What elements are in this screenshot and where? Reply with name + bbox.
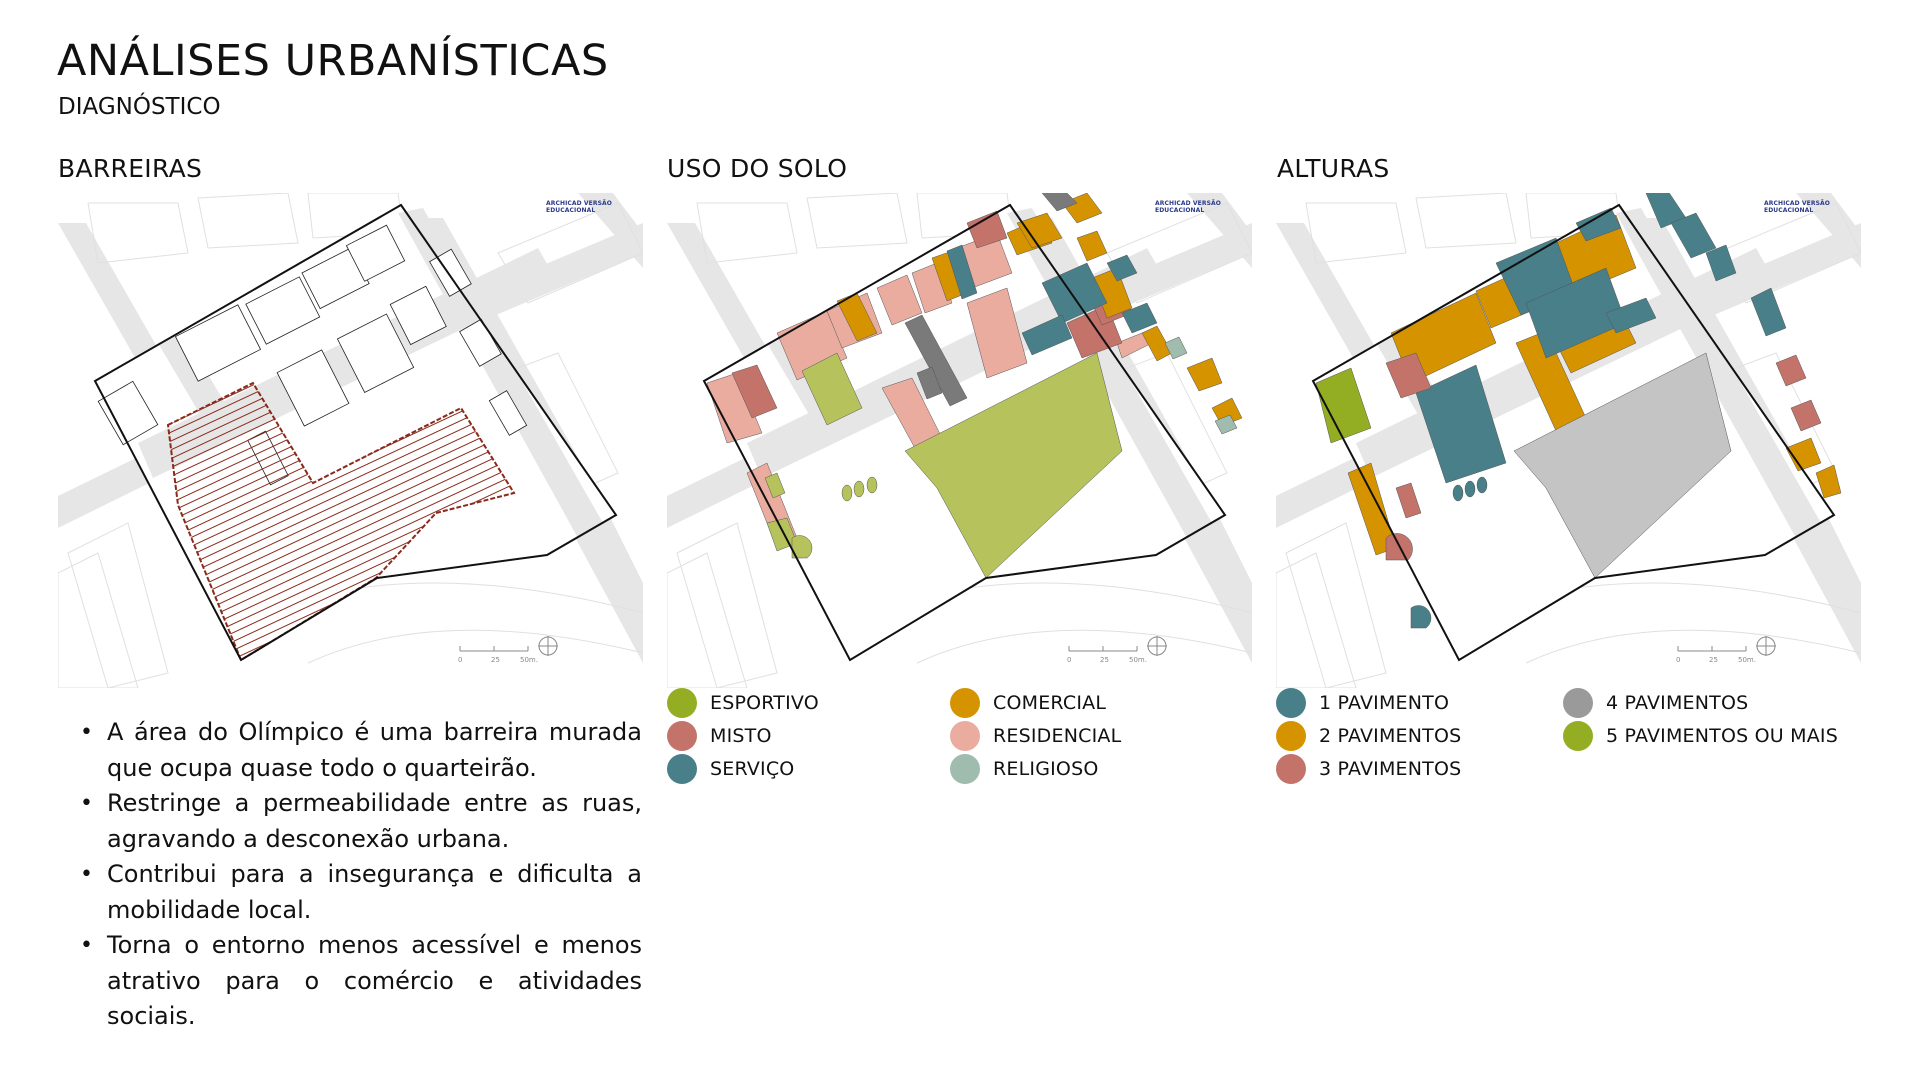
color-swatch-icon: [667, 754, 697, 784]
legend-label: ESPORTIVO: [710, 692, 819, 714]
color-swatch-icon: [1563, 721, 1593, 751]
legend-label: MISTO: [710, 725, 772, 747]
scale-label-25: 25: [491, 656, 500, 664]
color-swatch-icon: [1276, 688, 1306, 718]
page-title: ANÁLISES URBANÍSTICAS: [57, 36, 609, 86]
legend-item-religioso: RELIGIOSO: [950, 754, 1099, 784]
legend-label: RELIGIOSO: [993, 758, 1099, 780]
map-barreiras: ARCHICAD VERSÃO EDUCACIONAL 0 25 50m.: [58, 193, 643, 688]
scale-label-0: 0: [1067, 656, 1072, 664]
heading-barreiras: BARREIRAS: [58, 154, 203, 183]
legend-item-comercial: COMERCIAL: [950, 688, 1106, 718]
scale-label-50: 50m.: [520, 656, 538, 664]
legend-label: COMERCIAL: [993, 692, 1107, 714]
scale-label-0: 0: [458, 656, 463, 664]
page-subtitle: DIAGNÓSTICO: [58, 94, 221, 120]
legend-label: 1 PAVIMENTO: [1319, 692, 1450, 714]
bullet-item: Torna o entorno menos acessível e menos …: [80, 928, 642, 1035]
legend-item-3-pavimentos: 3 PAVIMENTOS: [1276, 754, 1461, 784]
map-uso-do-solo: ARCHICAD VERSÃO EDUCACIONAL 0 25 50m.: [667, 193, 1252, 688]
color-swatch-icon: [1276, 721, 1306, 751]
color-swatch-icon: [950, 721, 980, 751]
color-swatch-icon: [667, 721, 697, 751]
legend-item-servico: SERVIÇO: [667, 754, 794, 784]
scale-label-50: 50m.: [1738, 656, 1756, 664]
bullet-item: A área do Olímpico é uma barreira murada…: [80, 715, 642, 786]
legend-item-5-pavimentos-ou-mais: 5 PAVIMENTOS OU MAIS: [1563, 721, 1838, 751]
scale-label-50: 50m.: [1129, 656, 1147, 664]
legend-item-1-pavimento: 1 PAVIMENTO: [1276, 688, 1449, 718]
scale-label-25: 25: [1100, 656, 1109, 664]
watermark: ARCHICAD VERSÃO EDUCACIONAL: [546, 200, 612, 214]
legend-item-esportivo: ESPORTIVO: [667, 688, 819, 718]
legend-item-residencial: RESIDENCIAL: [950, 721, 1121, 751]
legend-item-2-pavimentos: 2 PAVIMENTOS: [1276, 721, 1461, 751]
legend-item-misto: MISTO: [667, 721, 772, 751]
color-swatch-icon: [1563, 688, 1593, 718]
color-swatch-icon: [1276, 754, 1306, 784]
color-swatch-icon: [950, 688, 980, 718]
legend-label: 3 PAVIMENTOS: [1319, 758, 1462, 780]
bullet-item: Contribui para a insegurança e dificulta…: [80, 857, 642, 928]
scale-label-25: 25: [1709, 656, 1718, 664]
barreiras-bullet-list: A área do Olímpico é uma barreira murada…: [75, 715, 642, 1035]
legend-label: SERVIÇO: [710, 758, 795, 780]
bullet-item: Restringe a permeabilidade entre as ruas…: [80, 786, 642, 857]
color-swatch-icon: [950, 754, 980, 784]
heading-alturas: ALTURAS: [1277, 154, 1390, 183]
map-alturas: ARCHICAD VERSÃO EDUCACIONAL 0 25 50m.: [1276, 193, 1861, 688]
color-swatch-icon: [667, 688, 697, 718]
legend-label: RESIDENCIAL: [993, 725, 1122, 747]
legend-item-4-pavimentos: 4 PAVIMENTOS: [1563, 688, 1748, 718]
legend-label: 5 PAVIMENTOS OU MAIS: [1606, 725, 1838, 747]
heading-uso-do-solo: USO DO SOLO: [667, 154, 848, 183]
watermark: ARCHICAD VERSÃO EDUCACIONAL: [1155, 200, 1221, 214]
legend-label: 2 PAVIMENTOS: [1319, 725, 1462, 747]
watermark: ARCHICAD VERSÃO EDUCACIONAL: [1764, 200, 1830, 214]
legend-label: 4 PAVIMENTOS: [1606, 692, 1749, 714]
scale-label-0: 0: [1676, 656, 1681, 664]
